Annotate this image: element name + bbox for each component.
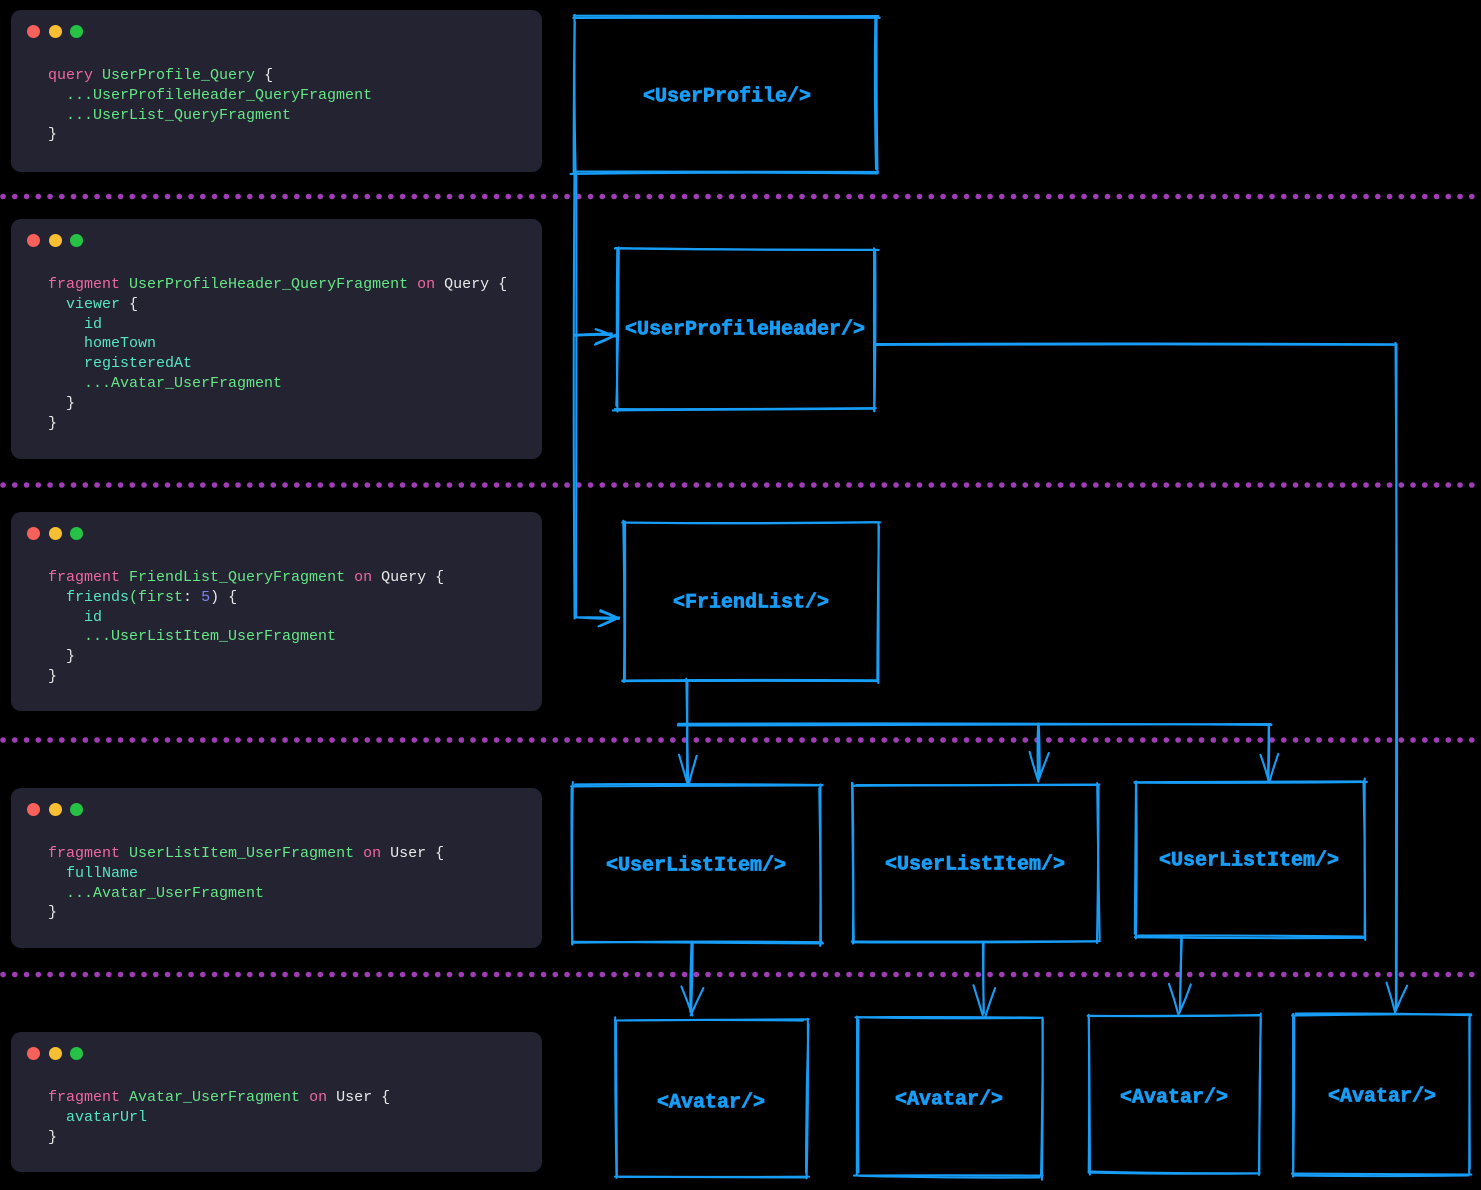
svg-text:<Avatar/>: <Avatar/> [895,1089,1003,1112]
svg-text:<UserListItem/>: <UserListItem/> [885,854,1065,877]
svg-text:<UserProfile/>: <UserProfile/> [643,86,811,109]
svg-text:<UserProfileHeader/>: <UserProfileHeader/> [625,319,865,342]
svg-text:<Avatar/>: <Avatar/> [657,1092,765,1115]
svg-text:<Avatar/>: <Avatar/> [1120,1087,1228,1110]
svg-text:<UserListItem/>: <UserListItem/> [606,855,786,878]
svg-text:<Avatar/>: <Avatar/> [1328,1086,1436,1109]
svg-text:<UserListItem/>: <UserListItem/> [1159,850,1339,873]
svg-text:<FriendList/>: <FriendList/> [673,592,829,615]
